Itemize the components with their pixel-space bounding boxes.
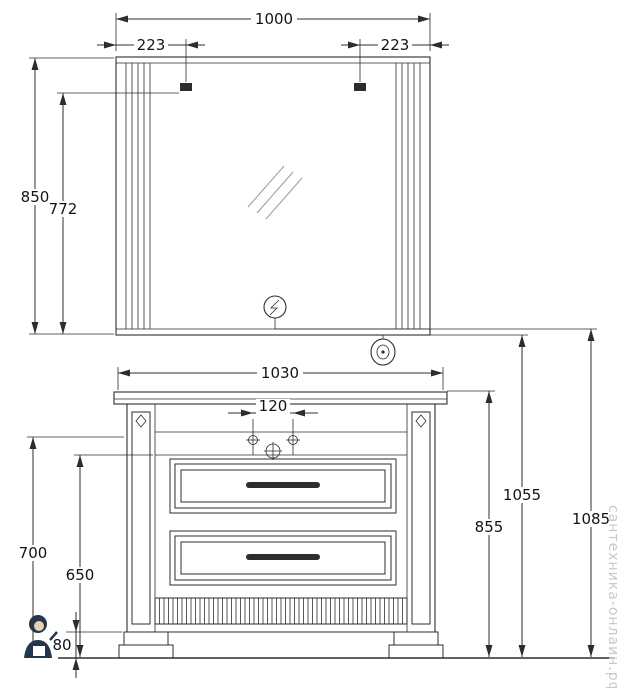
dim-cabinet-total-height-label: 855: [475, 518, 504, 536]
mirror-right-column-flutes: [401, 63, 421, 329]
dim-mirror-bottom-height-label: 1055: [503, 486, 541, 504]
mirror: [115, 56, 431, 336]
dim-lamp-height-label: 772: [49, 200, 78, 218]
dim-mirror-height: 850: [18, 57, 114, 335]
left-foot: [118, 631, 174, 659]
dim-drawer-zone-height-label: 650: [66, 566, 95, 584]
dim-mirror-width-label: 1000: [255, 10, 293, 28]
lamp-left-icon: [180, 83, 192, 91]
dim-lamp-height: 772: [46, 92, 179, 334]
dim-plinth-height: 80: [50, 612, 122, 678]
dim-mirror-bottom-height: 1055: [430, 334, 545, 657]
drawer-bottom: [169, 530, 397, 586]
mirror-left-column-flutes: [125, 63, 145, 329]
dim-cabinet-width: 1030: [117, 364, 444, 390]
dim-front-height-label: 700: [19, 544, 48, 562]
dim-drawer-zone-height: 650: [63, 454, 153, 657]
fluted-band: [154, 597, 408, 625]
power-socket-icon: [263, 295, 287, 329]
dim-faucet-spacing: 120: [228, 397, 318, 434]
floor-line: [58, 657, 614, 670]
dim-plinth-height-label: 80: [52, 636, 71, 654]
drawer-bottom-handle: [246, 554, 320, 560]
dim-mirror-width: 1000: [115, 10, 431, 51]
dim-socket-height-label: 1085: [572, 510, 610, 528]
floor-hatching: [64, 658, 594, 670]
dim-lamp-offset-left: 223: [97, 36, 205, 82]
left-column: [131, 411, 151, 625]
dim-faucet-spacing-label: 120: [259, 397, 288, 415]
dim-lamp-offset-left-label: 223: [137, 36, 166, 54]
dim-cabinet-width-label: 1030: [261, 364, 299, 382]
plumber-mascot-logo: [24, 615, 58, 658]
right-foot: [388, 631, 444, 659]
faucet-hole-right-icon: [286, 433, 300, 455]
drain-center-icon: [264, 442, 282, 460]
drawer-top: [169, 458, 397, 514]
vanity-cabinet: [113, 391, 448, 659]
dim-lamp-offset-right-label: 223: [381, 36, 410, 54]
lamp-right-icon: [354, 83, 366, 91]
drain-fitting-icon: [370, 335, 396, 366]
mirror-reflection-lines: [247, 165, 303, 220]
dim-socket-height: 1085: [275, 328, 614, 657]
right-column: [411, 411, 431, 625]
dim-cabinet-total-height: 855: [447, 390, 507, 657]
faucet-hole-left-icon: [246, 433, 260, 455]
drawer-top-handle: [246, 482, 320, 488]
dim-lamp-offset-right: 223: [341, 36, 449, 82]
dim-mirror-height-label: 850: [21, 188, 50, 206]
watermark-text: сантехника-онлайн.рф: [605, 505, 617, 688]
